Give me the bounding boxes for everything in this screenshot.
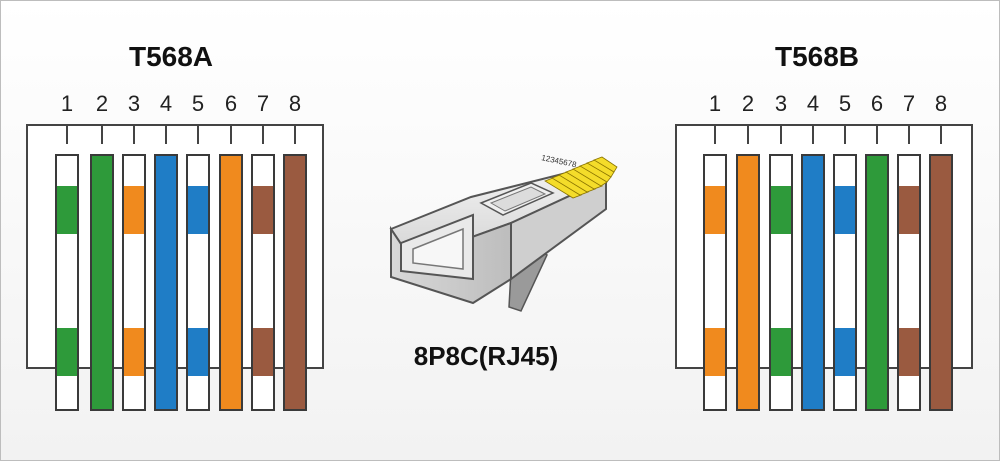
t568a-pin-number: 5: [191, 91, 205, 116]
t568b-title: T568B: [774, 41, 860, 72]
t568b-pin-number: 5: [838, 91, 852, 116]
plug-contact: [593, 156, 618, 173]
t568a-pin-number: 3: [127, 91, 141, 116]
t568a-wire: [251, 154, 275, 411]
pin-tick: [262, 124, 264, 144]
plug-opening-inner: [412, 227, 464, 270]
plug-contacts: [544, 156, 618, 199]
plug-pin-digits: 12345678: [541, 153, 578, 169]
pin-tick: [940, 124, 942, 144]
t568a-wire: [186, 154, 210, 411]
t568b-wire: [769, 154, 793, 411]
t568a-pin-number: 6: [224, 91, 238, 116]
t568b-pin-number: 1: [708, 91, 722, 116]
t568b-pin-number: 8: [934, 91, 948, 116]
pin-tick: [230, 124, 232, 144]
t568a-wire: [90, 154, 114, 411]
pin-tick: [133, 124, 135, 144]
pin-tick: [165, 124, 167, 144]
plug-contact: [565, 168, 603, 190]
t568a-pin-number: 1: [60, 91, 74, 116]
plug-top-recess: [489, 186, 547, 212]
pin-tick: [812, 124, 814, 144]
pin-tick: [908, 124, 910, 144]
pin-tick: [714, 124, 716, 144]
t568b-wire: [833, 154, 857, 411]
t568b-pin-number: 3: [774, 91, 788, 116]
t568b-wire: [929, 154, 953, 411]
pin-tick: [66, 124, 68, 144]
t568b-pin-number: 2: [741, 91, 755, 116]
t568b-wire: [865, 154, 889, 411]
t568b-wire: [897, 154, 921, 411]
t568b-pin-number: 6: [870, 91, 884, 116]
pin-tick: [876, 124, 878, 144]
t568b-wire: [736, 154, 760, 411]
t568a-pin-number: 8: [288, 91, 302, 116]
t568b-pin-number: 4: [806, 91, 820, 116]
t568a-wire: [154, 154, 178, 411]
pin-tick: [294, 124, 296, 144]
t568b-wire: [703, 154, 727, 411]
pin-tick: [780, 124, 782, 144]
pin-tick: [101, 124, 103, 144]
t568a-pin-number: 4: [159, 91, 173, 116]
t568b-wire: [801, 154, 825, 411]
pin-tick: [197, 124, 199, 144]
plug-label: 8P8C(RJ45): [413, 341, 559, 371]
t568a-pin-number: 7: [256, 91, 270, 116]
t568a-wire: [219, 154, 243, 411]
t568a-wire: [283, 154, 307, 411]
t568a-title: T568A: [128, 41, 214, 72]
t568a-pin-number: 2: [95, 91, 109, 116]
rj45-plug-icon: 12345678: [389, 153, 618, 312]
pin-tick: [844, 124, 846, 144]
t568a-wire: [122, 154, 146, 411]
pin-tick: [747, 124, 749, 144]
t568b-pin-number: 7: [902, 91, 916, 116]
t568a-wire: [55, 154, 79, 411]
